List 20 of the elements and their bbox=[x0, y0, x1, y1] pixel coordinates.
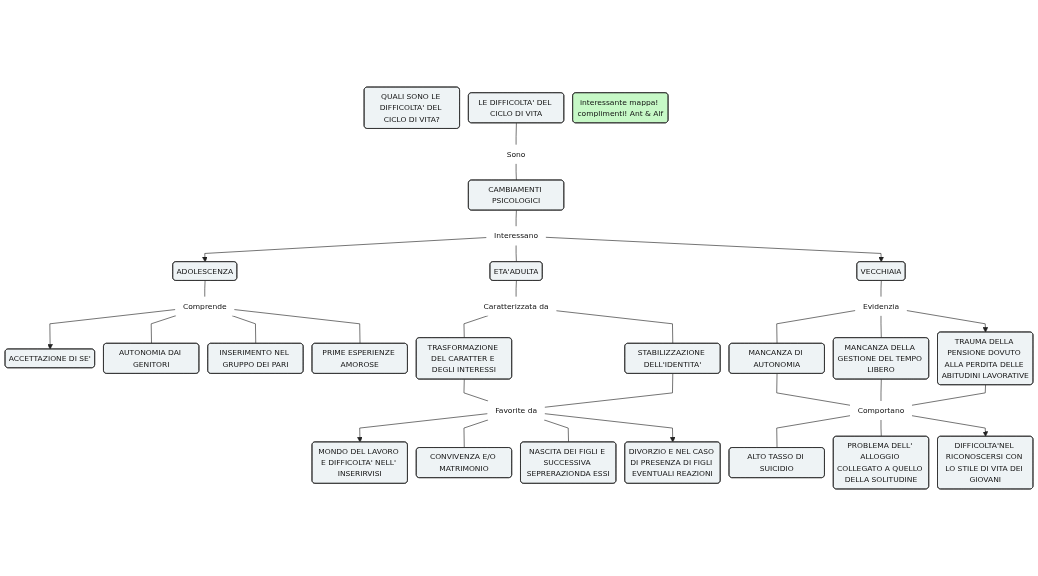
connector bbox=[463, 315, 489, 339]
connector bbox=[515, 210, 517, 227]
connector bbox=[776, 310, 856, 344]
connector bbox=[880, 315, 882, 339]
connector bbox=[880, 280, 882, 298]
connector bbox=[463, 379, 489, 402]
connector bbox=[233, 309, 361, 344]
connector bbox=[880, 379, 882, 402]
connector bbox=[776, 373, 851, 406]
connector bbox=[911, 384, 986, 406]
connector bbox=[515, 163, 517, 181]
connector bbox=[555, 310, 674, 344]
connector bbox=[515, 244, 517, 263]
connector bbox=[544, 373, 674, 408]
connector bbox=[515, 122, 517, 146]
connector bbox=[204, 280, 206, 298]
connector bbox=[543, 419, 569, 443]
connector bbox=[880, 419, 882, 437]
connector bbox=[515, 280, 517, 298]
connector bbox=[776, 415, 851, 449]
